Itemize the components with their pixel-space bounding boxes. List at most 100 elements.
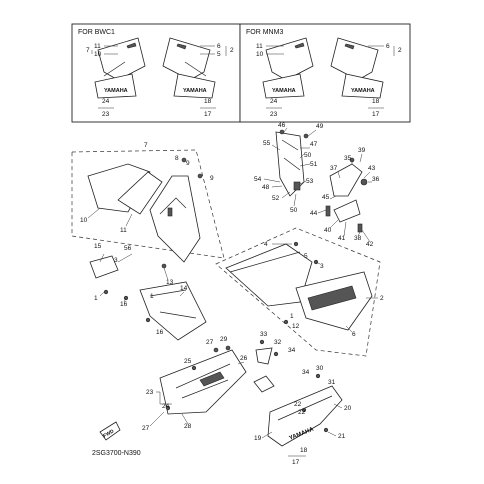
side-fairing-group: 4 5 3 2 6 1 12: [215, 227, 384, 357]
label-4: 4: [264, 241, 268, 248]
label-15: 15: [94, 243, 102, 250]
label-13: 13: [166, 279, 174, 286]
label-18: 18: [372, 98, 380, 105]
label-25: 25: [184, 358, 192, 365]
label-11: 11: [94, 43, 101, 50]
label-5: 5: [217, 51, 221, 58]
label-9: 9: [186, 160, 190, 167]
label-44: 44: [310, 210, 318, 217]
label-30: 30: [316, 365, 324, 372]
label-27: 27: [206, 339, 214, 346]
label-9: 9: [210, 175, 214, 182]
label-7: 7: [144, 142, 148, 149]
label-22: 22: [294, 401, 302, 408]
label-3: 3: [320, 263, 324, 270]
label-17: 17: [292, 459, 300, 466]
label-23: 23: [270, 111, 278, 118]
label-17: 17: [204, 111, 212, 118]
inset-mnm3: FOR MNM3 YAMAHA YAMAHA 11 10 6 2 24 23 1…: [239, 23, 411, 123]
upper-cowl-group: 7 8 9 9 10 11: [71, 142, 225, 263]
label-7: 7: [86, 47, 90, 54]
label-18: 18: [300, 447, 308, 454]
inset-mnm3-brand-left: YAMAHA: [272, 88, 296, 94]
label-2: 2: [380, 295, 384, 302]
label-34: 34: [302, 369, 310, 376]
label-54: 54: [254, 176, 262, 183]
label-45: 45: [322, 194, 330, 201]
label-52: 52: [272, 195, 280, 202]
windscreen-panel-right: [117, 171, 163, 215]
label-21: 21: [338, 433, 346, 440]
catalog-code: 2SG3700-N390: [92, 450, 141, 457]
label-32: 32: [274, 339, 282, 346]
label-39: 39: [358, 147, 366, 154]
label-19: 19: [254, 435, 262, 442]
label-28: 28: [184, 423, 192, 430]
under-cowl-group: 33 32 34 34 30 31 22 22 20 19 18 17 21 Y…: [253, 331, 352, 466]
label-3: 3: [114, 257, 118, 264]
label-10: 10: [80, 217, 88, 224]
label-16: 16: [156, 329, 164, 336]
side-bracket-group: 39 35 43 37 36 45 44 40 41 38 42: [310, 147, 380, 248]
label-2: 2: [398, 47, 402, 54]
label-42: 42: [366, 241, 374, 248]
label-50: 50: [290, 207, 298, 214]
label-24: 24: [162, 403, 170, 410]
label-22: 22: [298, 409, 306, 416]
label-20: 20: [344, 405, 352, 412]
lower-left-group: 27 29 25 26 23 24 27 28: [142, 336, 248, 432]
label-33: 33: [260, 331, 268, 338]
label-31: 31: [328, 379, 336, 386]
inner-panel-group: 15 56 3 1 16 13 14 1 16: [89, 243, 207, 341]
label-10: 10: [256, 51, 264, 58]
fwd-arrow: FWD: [99, 421, 121, 441]
label-6: 6: [352, 331, 356, 338]
label-11: 11: [120, 227, 127, 234]
upper-cowl-body: [149, 175, 201, 263]
label-10: 10: [94, 51, 102, 58]
label-35: 35: [344, 155, 352, 162]
label-27: 27: [142, 425, 150, 432]
label-29: 29: [220, 336, 228, 343]
label-49: 49: [316, 123, 324, 130]
under-cowl: [267, 385, 343, 447]
inner-panel: [139, 281, 207, 341]
label-23: 23: [102, 111, 110, 118]
label-26: 26: [240, 355, 248, 362]
label-40: 40: [324, 227, 332, 234]
label-43: 43: [368, 165, 376, 172]
label-55: 55: [263, 140, 271, 147]
label-46: 46: [278, 122, 286, 129]
label-24: 24: [102, 98, 110, 105]
label-38: 38: [354, 235, 362, 242]
label-14: 14: [180, 285, 188, 292]
bracket-15: [89, 255, 119, 279]
label-23: 23: [146, 389, 154, 396]
inset-bwc1: FOR BWC1 YAMAHA YAMAHA 7 11 10 6 5 2 24 …: [71, 23, 241, 123]
inset-bwc1-brand-left: YAMAHA: [104, 88, 128, 94]
label-24: 24: [270, 98, 278, 105]
inset-bwc1-brand-right: YAMAHA: [183, 88, 207, 94]
label-1: 1: [94, 295, 98, 302]
label-56: 56: [124, 245, 132, 252]
label-6: 6: [386, 43, 390, 50]
label-34: 34: [288, 347, 296, 354]
label-48: 48: [262, 184, 270, 191]
label-2: 2: [230, 47, 234, 54]
label-50: 50: [304, 152, 312, 159]
label-53: 53: [306, 178, 314, 185]
label-41: 41: [338, 235, 346, 242]
label-1: 1: [290, 313, 294, 320]
side-fairing-upper: [225, 243, 313, 307]
label-37: 37: [330, 165, 338, 172]
label-17: 17: [372, 111, 380, 118]
inset-bwc1-title: FOR BWC1: [78, 29, 115, 36]
label-18: 18: [204, 98, 212, 105]
label-8: 8: [175, 155, 179, 162]
label-5: 5: [304, 253, 308, 260]
label-1: 1: [150, 293, 154, 300]
graphic-stripe: [307, 285, 357, 311]
label-12: 12: [292, 323, 300, 330]
mirror-stay-group: 46 49 55 47 50 51 53 54 48 52 50: [254, 122, 324, 214]
